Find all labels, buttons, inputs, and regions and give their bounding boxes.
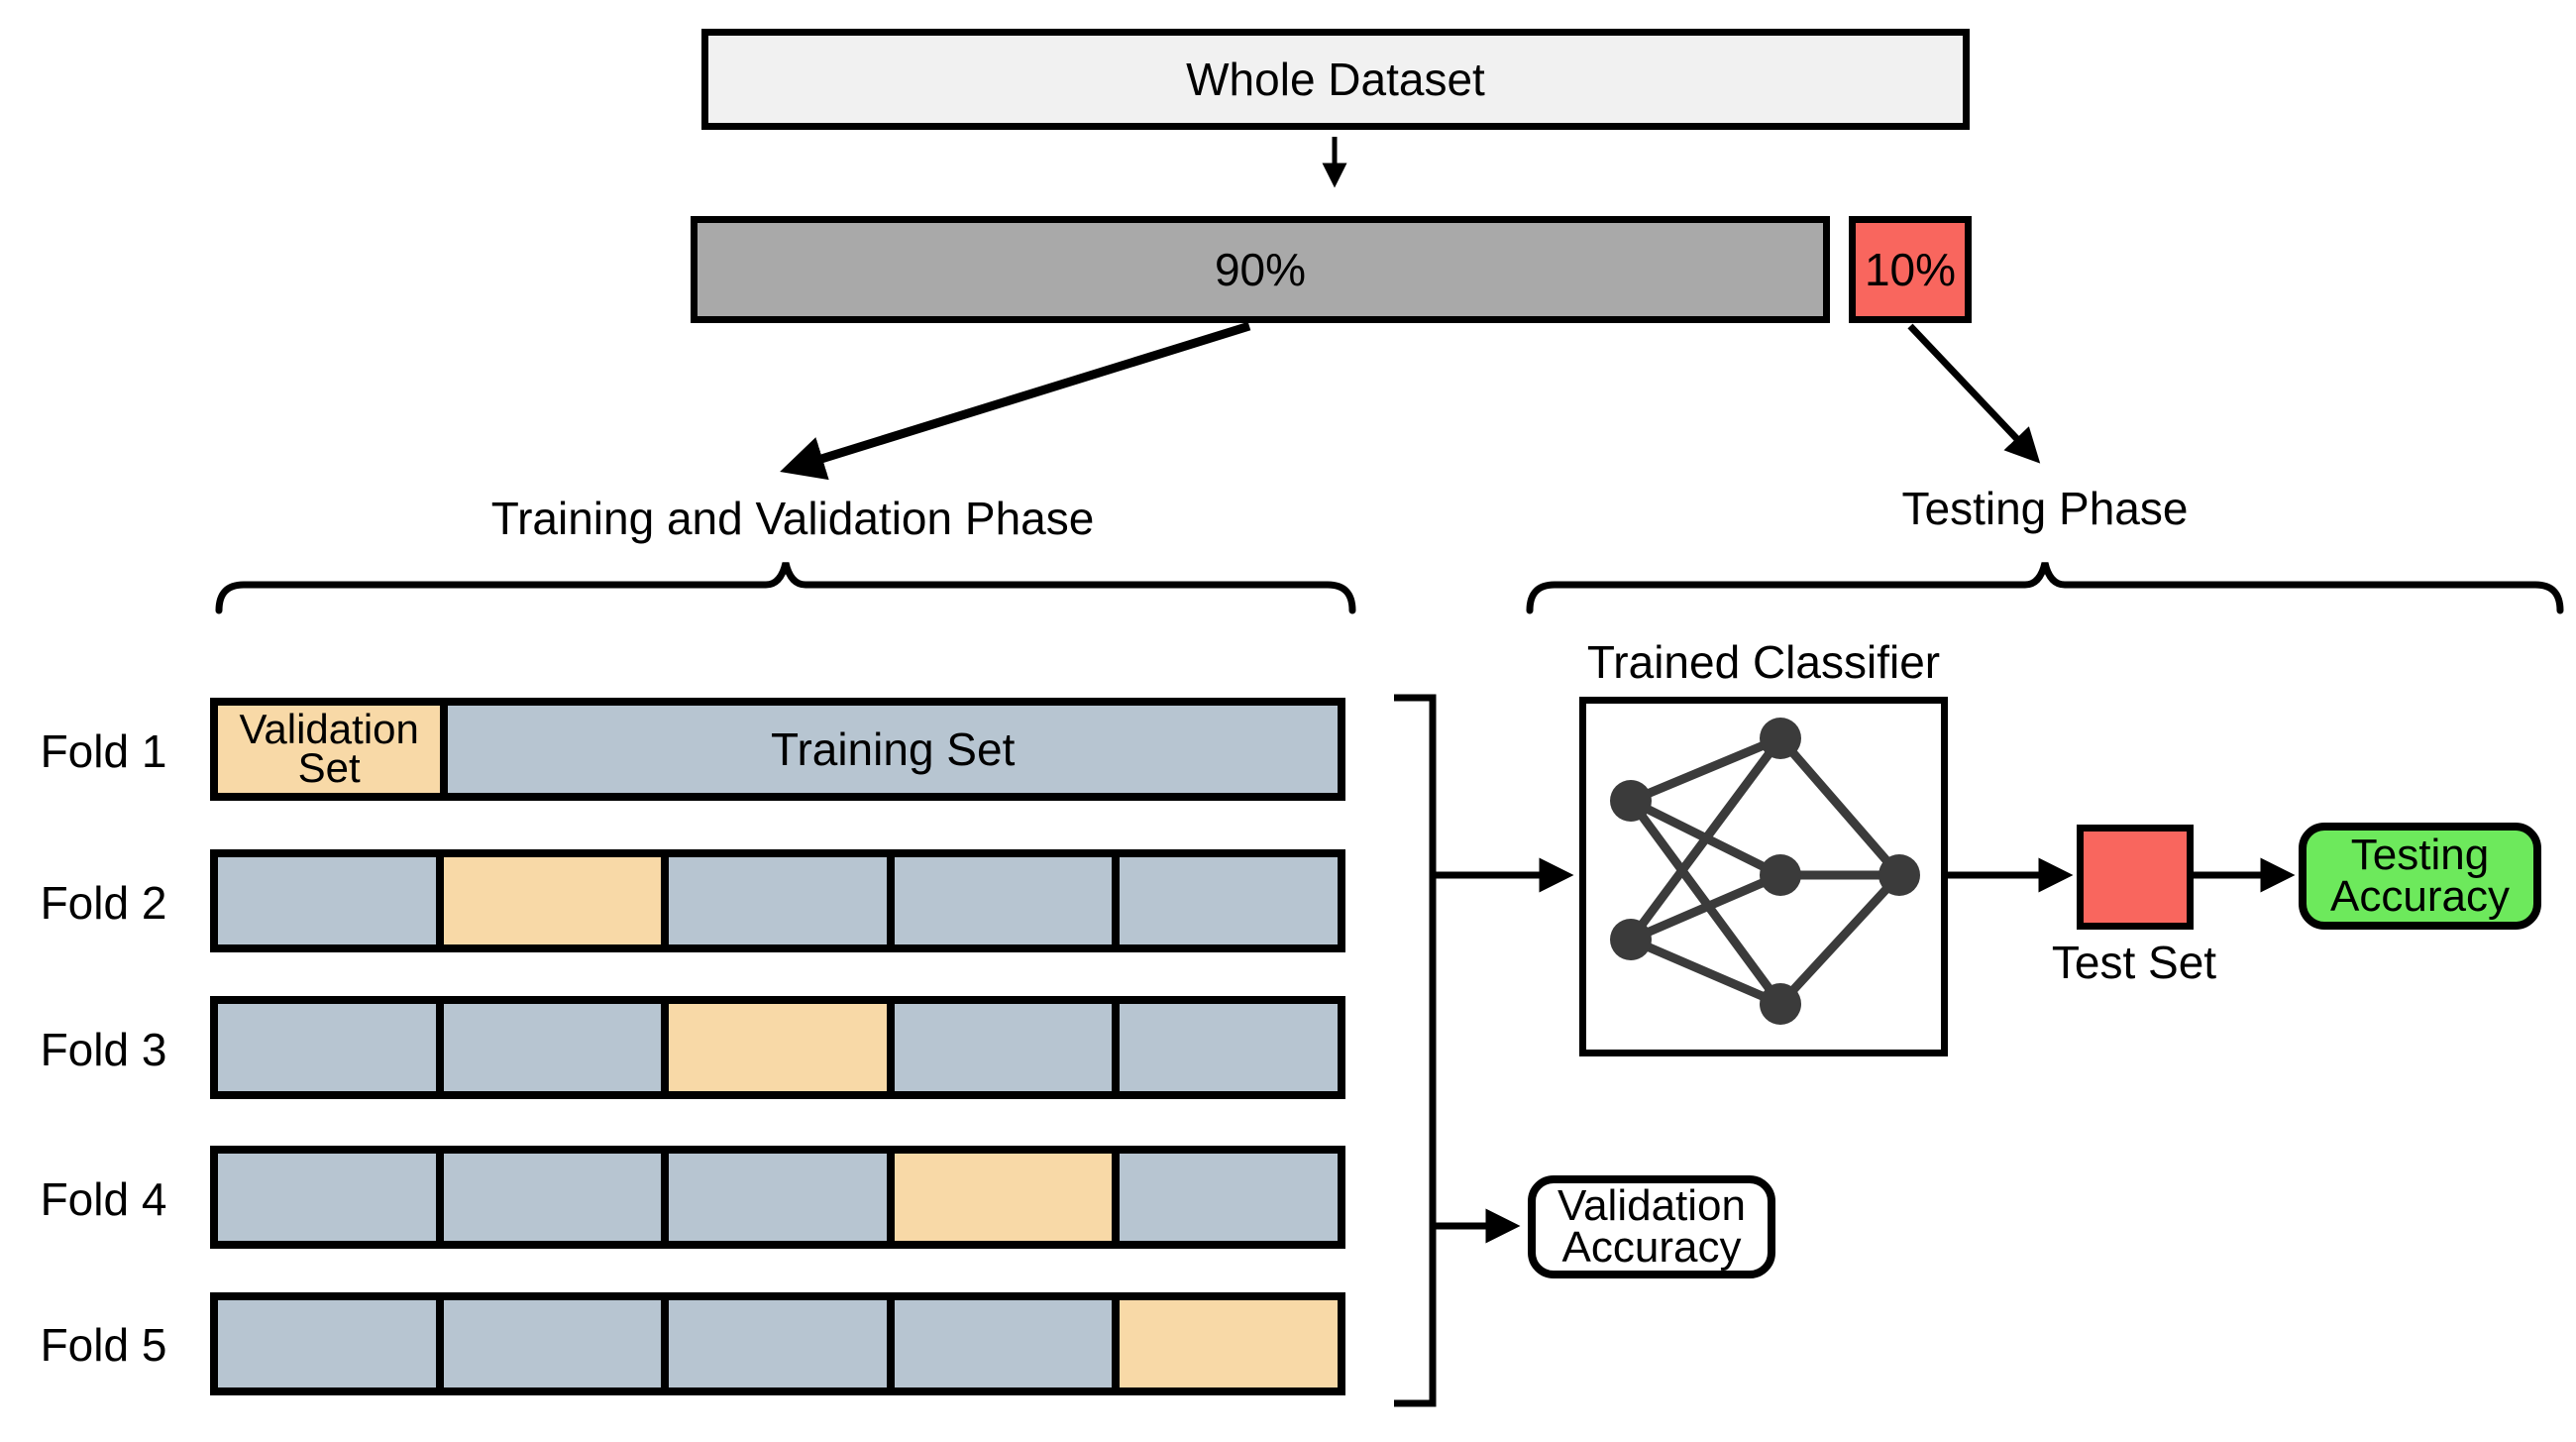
fold-row-5	[210, 1292, 1345, 1395]
fold-segment-training	[1112, 1004, 1338, 1091]
validation-accuracy-box: Validation Accuracy	[1528, 1175, 1775, 1278]
neural-network-icon	[1610, 718, 1920, 1025]
fold-segment-validation	[435, 857, 662, 944]
fold-row-3	[210, 996, 1345, 1099]
fold-segment-training	[1112, 1154, 1338, 1241]
training-validation-phase-label: Training and Validation Phase	[490, 493, 1095, 544]
fold-segment-training	[1112, 857, 1338, 944]
whole-dataset-box: Whole Dataset	[701, 29, 1970, 130]
fold-segment-training	[435, 1300, 662, 1387]
fold-segment-training	[435, 1004, 662, 1091]
fold-3-label: Fold 3	[40, 1024, 167, 1075]
fold-segment-validation: Validation Set	[218, 706, 441, 793]
fold-5-label: Fold 5	[40, 1319, 167, 1371]
whole-dataset-label: Whole Dataset	[1186, 54, 1485, 105]
fold-segment-training	[886, 1004, 1113, 1091]
test-split-label: 10%	[1864, 244, 1957, 295]
fold-segment-training	[435, 1154, 662, 1241]
fold-row-1: Validation Set Training Set	[210, 698, 1345, 801]
test-set-box	[2077, 825, 2194, 930]
fold-1-label: Fold 1	[40, 725, 167, 777]
brace-testing-phase	[1526, 562, 2564, 614]
arrow-10-to-testing-phase	[1907, 323, 2041, 464]
fold-segment-training	[218, 857, 436, 944]
fold-segment-training-merged: Training Set	[440, 706, 1338, 793]
fold-row-4	[210, 1146, 1345, 1249]
validation-set-label: Validation Set	[239, 706, 419, 791]
trained-classifier-label: Trained Classifier	[1586, 636, 1941, 688]
train-split-label: 90%	[1214, 244, 1307, 295]
fold-segment-training	[886, 857, 1113, 944]
arrow-90-to-training-phase	[780, 321, 1251, 481]
fold-row-2	[210, 849, 1345, 952]
fold-segment-validation	[886, 1154, 1113, 1241]
fold-segment-training	[661, 857, 887, 944]
fold-segment-training	[218, 1004, 436, 1091]
fold-segment-validation	[1112, 1300, 1338, 1387]
fold-segment-training	[886, 1300, 1113, 1387]
fold-segment-training	[218, 1154, 436, 1241]
train-split-bar: 90%	[691, 216, 1830, 323]
fold-segment-validation	[661, 1004, 887, 1091]
testing-accuracy-box: Testing Accuracy	[2299, 823, 2541, 930]
fold-segment-training	[661, 1154, 887, 1241]
testing-accuracy-label: Testing Accuracy	[2330, 831, 2510, 921]
fold-2-label: Fold 2	[40, 877, 167, 929]
fold-4-label: Fold 4	[40, 1173, 167, 1225]
training-set-label: Training Set	[771, 723, 1016, 775]
brace-training-phase	[215, 562, 1356, 614]
test-split-box: 10%	[1849, 216, 1972, 323]
folds-bracket	[1394, 694, 1437, 1407]
fold-segment-training	[218, 1300, 436, 1387]
trained-classifier-box	[1579, 697, 1948, 1056]
fold-segment-training	[661, 1300, 887, 1387]
test-set-label: Test Set	[2051, 937, 2217, 988]
testing-phase-label: Testing Phase	[1901, 483, 2189, 534]
validation-accuracy-label: Validation Accuracy	[1557, 1181, 1746, 1272]
